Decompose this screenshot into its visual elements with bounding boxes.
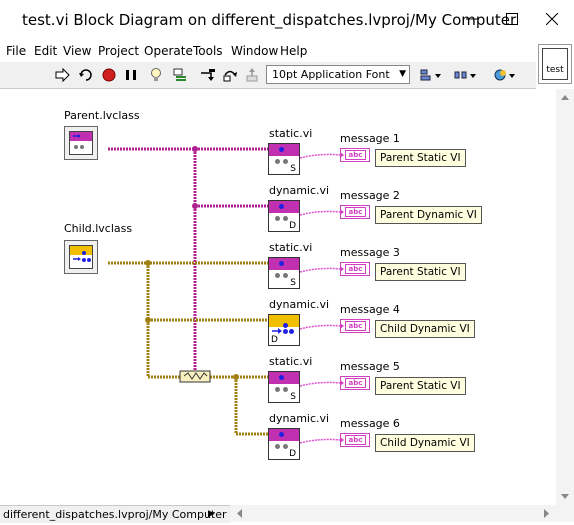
subvi-label: dynamic.vi: [269, 412, 330, 425]
chevron-right-icon[interactable]: ▶: [208, 509, 215, 519]
pause-button[interactable]: [121, 65, 141, 85]
string-indicator-terminal[interactable]: abc: [340, 148, 370, 162]
context-label: different_dispatches.lvproj/My Computer: [3, 508, 227, 521]
horizontal-scrollbar[interactable]: [230, 505, 556, 522]
chevron-down-icon: ▼: [399, 69, 406, 79]
step-into-icon: [201, 69, 215, 81]
pause-icon: [126, 70, 136, 80]
light-bulb-icon: [151, 68, 161, 81]
run-arrow-icon: [55, 67, 70, 83]
subvi-label: static.vi: [269, 355, 313, 368]
title-bar: test.vi Block Diagram on different_dispa…: [0, 0, 574, 40]
menu-edit[interactable]: Edit: [34, 44, 58, 58]
close-button[interactable]: [533, 4, 571, 34]
close-icon: [546, 13, 558, 25]
subvi-label: dynamic.vi: [269, 298, 330, 311]
menu-tools[interactable]: Tools: [193, 44, 223, 58]
vi-icon-label: test: [542, 48, 568, 80]
vertical-scrollbar[interactable]: [556, 89, 574, 505]
string-indicator-terminal[interactable]: abc: [340, 205, 370, 219]
distribute-objects-icon: [454, 71, 476, 79]
message-6-value: Child Dynamic VI: [375, 434, 475, 452]
maximize-button[interactable]: [493, 4, 531, 34]
abort-button[interactable]: [99, 65, 119, 85]
message-2-value: Parent Dynamic VI: [375, 206, 482, 224]
align-objects-button[interactable]: [418, 65, 444, 85]
child-class-wire[interactable]: [108, 260, 268, 436]
scroll-corner: [556, 505, 574, 522]
static-vi-node[interactable]: S: [268, 257, 300, 289]
toolbar: 10pt Application Font ▼: [0, 62, 536, 89]
message-1-value: Parent Static VI: [375, 149, 466, 167]
step-out-icon: [246, 68, 258, 82]
retain-wire-values-icon: [173, 68, 186, 81]
reorder-icon: [494, 69, 515, 81]
menu-project[interactable]: Project: [98, 44, 140, 58]
parent-class-constant[interactable]: [64, 126, 98, 160]
string-indicator-terminal[interactable]: abc: [340, 319, 370, 333]
step-over-icon: [223, 70, 237, 82]
child-class-label: Child.lvclass: [64, 222, 133, 235]
dynamic-vi-node[interactable]: D: [268, 200, 300, 232]
retain-wire-values-button[interactable]: [171, 65, 191, 85]
static-vi-node[interactable]: S: [268, 143, 300, 175]
distribute-objects-button[interactable]: [453, 65, 479, 85]
status-bar: different_dispatches.lvproj/My Computer …: [0, 505, 230, 523]
subvi-label: static.vi: [269, 127, 313, 140]
menu-help[interactable]: Help: [280, 44, 308, 58]
scroll-arrows-icon: [237, 509, 549, 518]
subvi-label: static.vi: [269, 241, 313, 254]
class-icon: [73, 134, 84, 149]
menu-operate[interactable]: Operate: [144, 44, 193, 58]
subvi-label: dynamic.vi: [269, 184, 330, 197]
string-indicator-terminal[interactable]: abc: [340, 433, 370, 447]
font-select-value: 10pt Application Font: [272, 68, 390, 81]
string-indicator-terminal[interactable]: abc: [340, 376, 370, 390]
indicator-label: message 1: [340, 132, 400, 145]
menu-window[interactable]: Window: [231, 44, 279, 58]
step-over-button[interactable]: [221, 65, 241, 85]
align-objects-icon: [420, 69, 441, 81]
parent-class-band: [70, 132, 92, 141]
menu-bar: File Edit View Project Operate Tools Win…: [0, 40, 536, 62]
message-4-value: Child Dynamic VI: [375, 320, 475, 338]
minimize-icon: [466, 18, 478, 20]
class-icon: [73, 251, 91, 262]
minimize-button[interactable]: [453, 4, 491, 34]
font-select[interactable]: 10pt Application Font ▼: [266, 65, 410, 84]
dynamic-vi-node[interactable]: D: [268, 428, 300, 460]
menu-file[interactable]: File: [6, 44, 27, 58]
run-continuously-button[interactable]: [76, 65, 96, 85]
indicator-label: message 2: [340, 189, 400, 202]
message-3-value: Parent Static VI: [375, 263, 466, 281]
run-continuously-icon: [79, 69, 92, 81]
message-5-value: Parent Static VI: [375, 377, 466, 395]
indicator-label: message 4: [340, 303, 400, 316]
vi-icon[interactable]: test: [538, 44, 572, 84]
child-class-band: [70, 246, 92, 255]
static-vi-node[interactable]: S: [268, 371, 300, 403]
arrow-icon: [272, 328, 282, 334]
indicator-label: message 3: [340, 246, 400, 259]
highlight-execution-button[interactable]: [146, 65, 166, 85]
to-more-generic-class-node[interactable]: [179, 370, 211, 383]
menu-view[interactable]: View: [63, 44, 92, 58]
child-dynamic-vi-node[interactable]: D: [268, 314, 300, 346]
window-title: test.vi Block Diagram on different_dispa…: [22, 11, 517, 29]
wires-layer: [108, 146, 341, 444]
step-into-button[interactable]: [198, 65, 218, 85]
parent-class-label: Parent.lvclass: [64, 109, 140, 122]
string-wires[interactable]: [299, 153, 341, 444]
reorder-button[interactable]: [492, 65, 518, 85]
run-button[interactable]: [52, 65, 72, 85]
block-diagram-canvas[interactable]: Parent.lvclass Child.lvclass static.vi S…: [0, 89, 556, 505]
abort-icon: [102, 68, 116, 82]
indicator-label: message 6: [340, 417, 400, 430]
indicator-label: message 5: [340, 360, 400, 373]
child-class-constant[interactable]: [64, 240, 98, 274]
maximize-icon: [506, 13, 518, 25]
scroll-arrows-icon: [561, 95, 569, 499]
string-indicator-terminal[interactable]: abc: [340, 262, 370, 276]
step-out-button[interactable]: [244, 65, 264, 85]
